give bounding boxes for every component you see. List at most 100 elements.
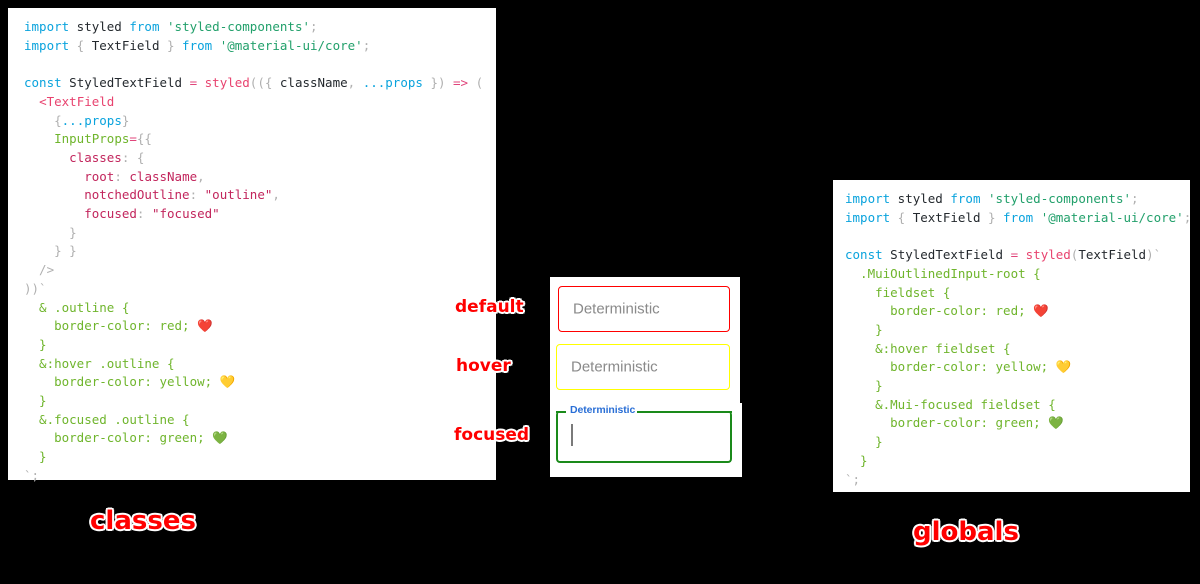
code-token bbox=[24, 131, 54, 146]
code-token: (({ bbox=[249, 75, 280, 91]
code-token: } bbox=[845, 452, 868, 468]
annotation-focused: focused bbox=[454, 425, 530, 445]
code-line: } bbox=[845, 321, 1190, 340]
code-token bbox=[159, 19, 167, 34]
code-token: &.Mui-focused fieldset { bbox=[845, 396, 1056, 412]
code-token: from bbox=[1003, 209, 1034, 225]
textfield-focused[interactable] bbox=[556, 411, 732, 463]
code-line: } bbox=[845, 377, 1190, 396]
code-token: styled bbox=[890, 191, 951, 206]
caption-classes: classes bbox=[90, 506, 196, 536]
textfield-default-value: Deterministic bbox=[573, 300, 660, 318]
code-token: import bbox=[845, 209, 891, 225]
code-token: = bbox=[1010, 247, 1019, 263]
code-token: <TextField bbox=[39, 93, 115, 109]
textfield-hover-value: Deterministic bbox=[571, 358, 658, 376]
code-token: classes bbox=[69, 149, 122, 165]
heart-emoji-icon: 💛 bbox=[219, 374, 236, 390]
code-token: } bbox=[159, 37, 183, 53]
code-token: styled bbox=[1025, 247, 1071, 263]
code-token: &:hover fieldset { bbox=[845, 340, 1011, 356]
code-token: ; bbox=[362, 37, 371, 53]
code-token bbox=[24, 187, 84, 202]
code-line: {...props} bbox=[24, 112, 496, 131]
code-line: fieldset { bbox=[845, 284, 1190, 303]
code-token: '@material-ui/core' bbox=[1040, 209, 1184, 225]
code-token bbox=[24, 169, 84, 184]
code-token: .MuiOutlinedInput-root { bbox=[845, 265, 1041, 281]
code-token: } bbox=[24, 449, 47, 465]
code-token: ; bbox=[1183, 209, 1192, 225]
code-line: const StyledTextField = styled(({ classN… bbox=[24, 74, 496, 93]
code-line: notchedOutline: "outline", bbox=[24, 186, 496, 205]
code-line: import styled from 'styled-components'; bbox=[24, 18, 496, 37]
code-line: } bbox=[845, 452, 1190, 471]
code-line: <TextField bbox=[24, 93, 496, 112]
code-token: { bbox=[69, 37, 92, 53]
code-token: } } bbox=[24, 243, 77, 259]
code-panel-classes: import styled from 'styled-components';i… bbox=[8, 8, 496, 483]
code-line bbox=[845, 227, 1190, 246]
code-token: border-color: green; bbox=[845, 415, 1049, 431]
code-token: from bbox=[129, 19, 160, 34]
textfield-focused-label: Deterministic bbox=[568, 404, 638, 416]
code-line: InputProps={{ bbox=[24, 130, 496, 149]
code-token: ; bbox=[310, 19, 318, 34]
code-line: import styled from 'styled-components'; bbox=[845, 190, 1190, 209]
textfield-focused-notch-right bbox=[634, 411, 732, 413]
code-line: } bbox=[24, 392, 496, 411]
code-panel-globals: import styled from 'styled-components';i… bbox=[833, 180, 1192, 492]
code-token: &:hover .outline { bbox=[24, 355, 175, 371]
code-token: styled bbox=[69, 19, 130, 34]
code-line: `; bbox=[24, 467, 496, 486]
heart-emoji-icon: ❤️ bbox=[1033, 303, 1049, 319]
code-token: InputProps bbox=[54, 131, 130, 147]
code-token: from bbox=[950, 191, 981, 206]
textfield-hover[interactable]: Deterministic bbox=[556, 344, 730, 390]
code-token: } bbox=[980, 209, 1004, 225]
textfield-focused-notch-left bbox=[556, 411, 566, 413]
heart-emoji-icon: 💚 bbox=[212, 430, 228, 446]
code-token: } bbox=[121, 112, 130, 128]
code-line: } bbox=[845, 433, 1190, 452]
code-line: &:hover fieldset { bbox=[845, 340, 1190, 359]
code-token: => bbox=[453, 75, 469, 91]
code-token: : { bbox=[121, 149, 145, 165]
textfield-default[interactable]: Deterministic bbox=[558, 286, 730, 332]
code-token: focused bbox=[84, 206, 137, 222]
code-token: TextField bbox=[91, 37, 160, 53]
code-token: ( bbox=[468, 75, 484, 91]
code-line: root: className, bbox=[24, 168, 496, 187]
code-token: import bbox=[24, 19, 70, 34]
code-token: StyledTextField bbox=[882, 247, 1011, 263]
heart-emoji-icon: 💚 bbox=[1048, 415, 1064, 431]
code-token: } bbox=[845, 378, 883, 394]
code-token: TextField bbox=[1078, 247, 1147, 263]
code-token: { bbox=[24, 112, 62, 128]
code-line: `; bbox=[845, 471, 1190, 490]
code-token: 'styled-components' bbox=[988, 191, 1132, 206]
code-token: ...props bbox=[362, 75, 423, 91]
code-token bbox=[24, 94, 39, 109]
code-token: className bbox=[279, 75, 348, 91]
code-line bbox=[24, 55, 496, 74]
code-token: root bbox=[84, 168, 115, 184]
code-token: border-color: red; bbox=[845, 303, 1034, 319]
code-token: }) bbox=[422, 75, 454, 91]
code-block-globals: import styled from 'styled-components';i… bbox=[833, 180, 1192, 490]
code-token: 'styled-components' bbox=[167, 19, 311, 34]
code-line: &:hover .outline { bbox=[24, 355, 496, 374]
code-token: ))` bbox=[24, 280, 47, 296]
code-token: StyledTextField bbox=[61, 75, 190, 91]
code-token: & .outline { bbox=[24, 299, 130, 315]
code-line: border-color: yellow; 💛 bbox=[845, 358, 1190, 377]
code-token: className bbox=[129, 168, 198, 184]
code-line: ))` bbox=[24, 280, 496, 299]
code-line: } } bbox=[24, 242, 496, 261]
code-token: } bbox=[845, 434, 883, 450]
code-line: border-color: green; 💚 bbox=[24, 429, 496, 448]
code-token: import bbox=[24, 37, 70, 53]
code-token: = bbox=[129, 131, 137, 147]
code-token: = bbox=[189, 75, 198, 91]
code-block-classes: import styled from 'styled-components';i… bbox=[8, 8, 496, 486]
